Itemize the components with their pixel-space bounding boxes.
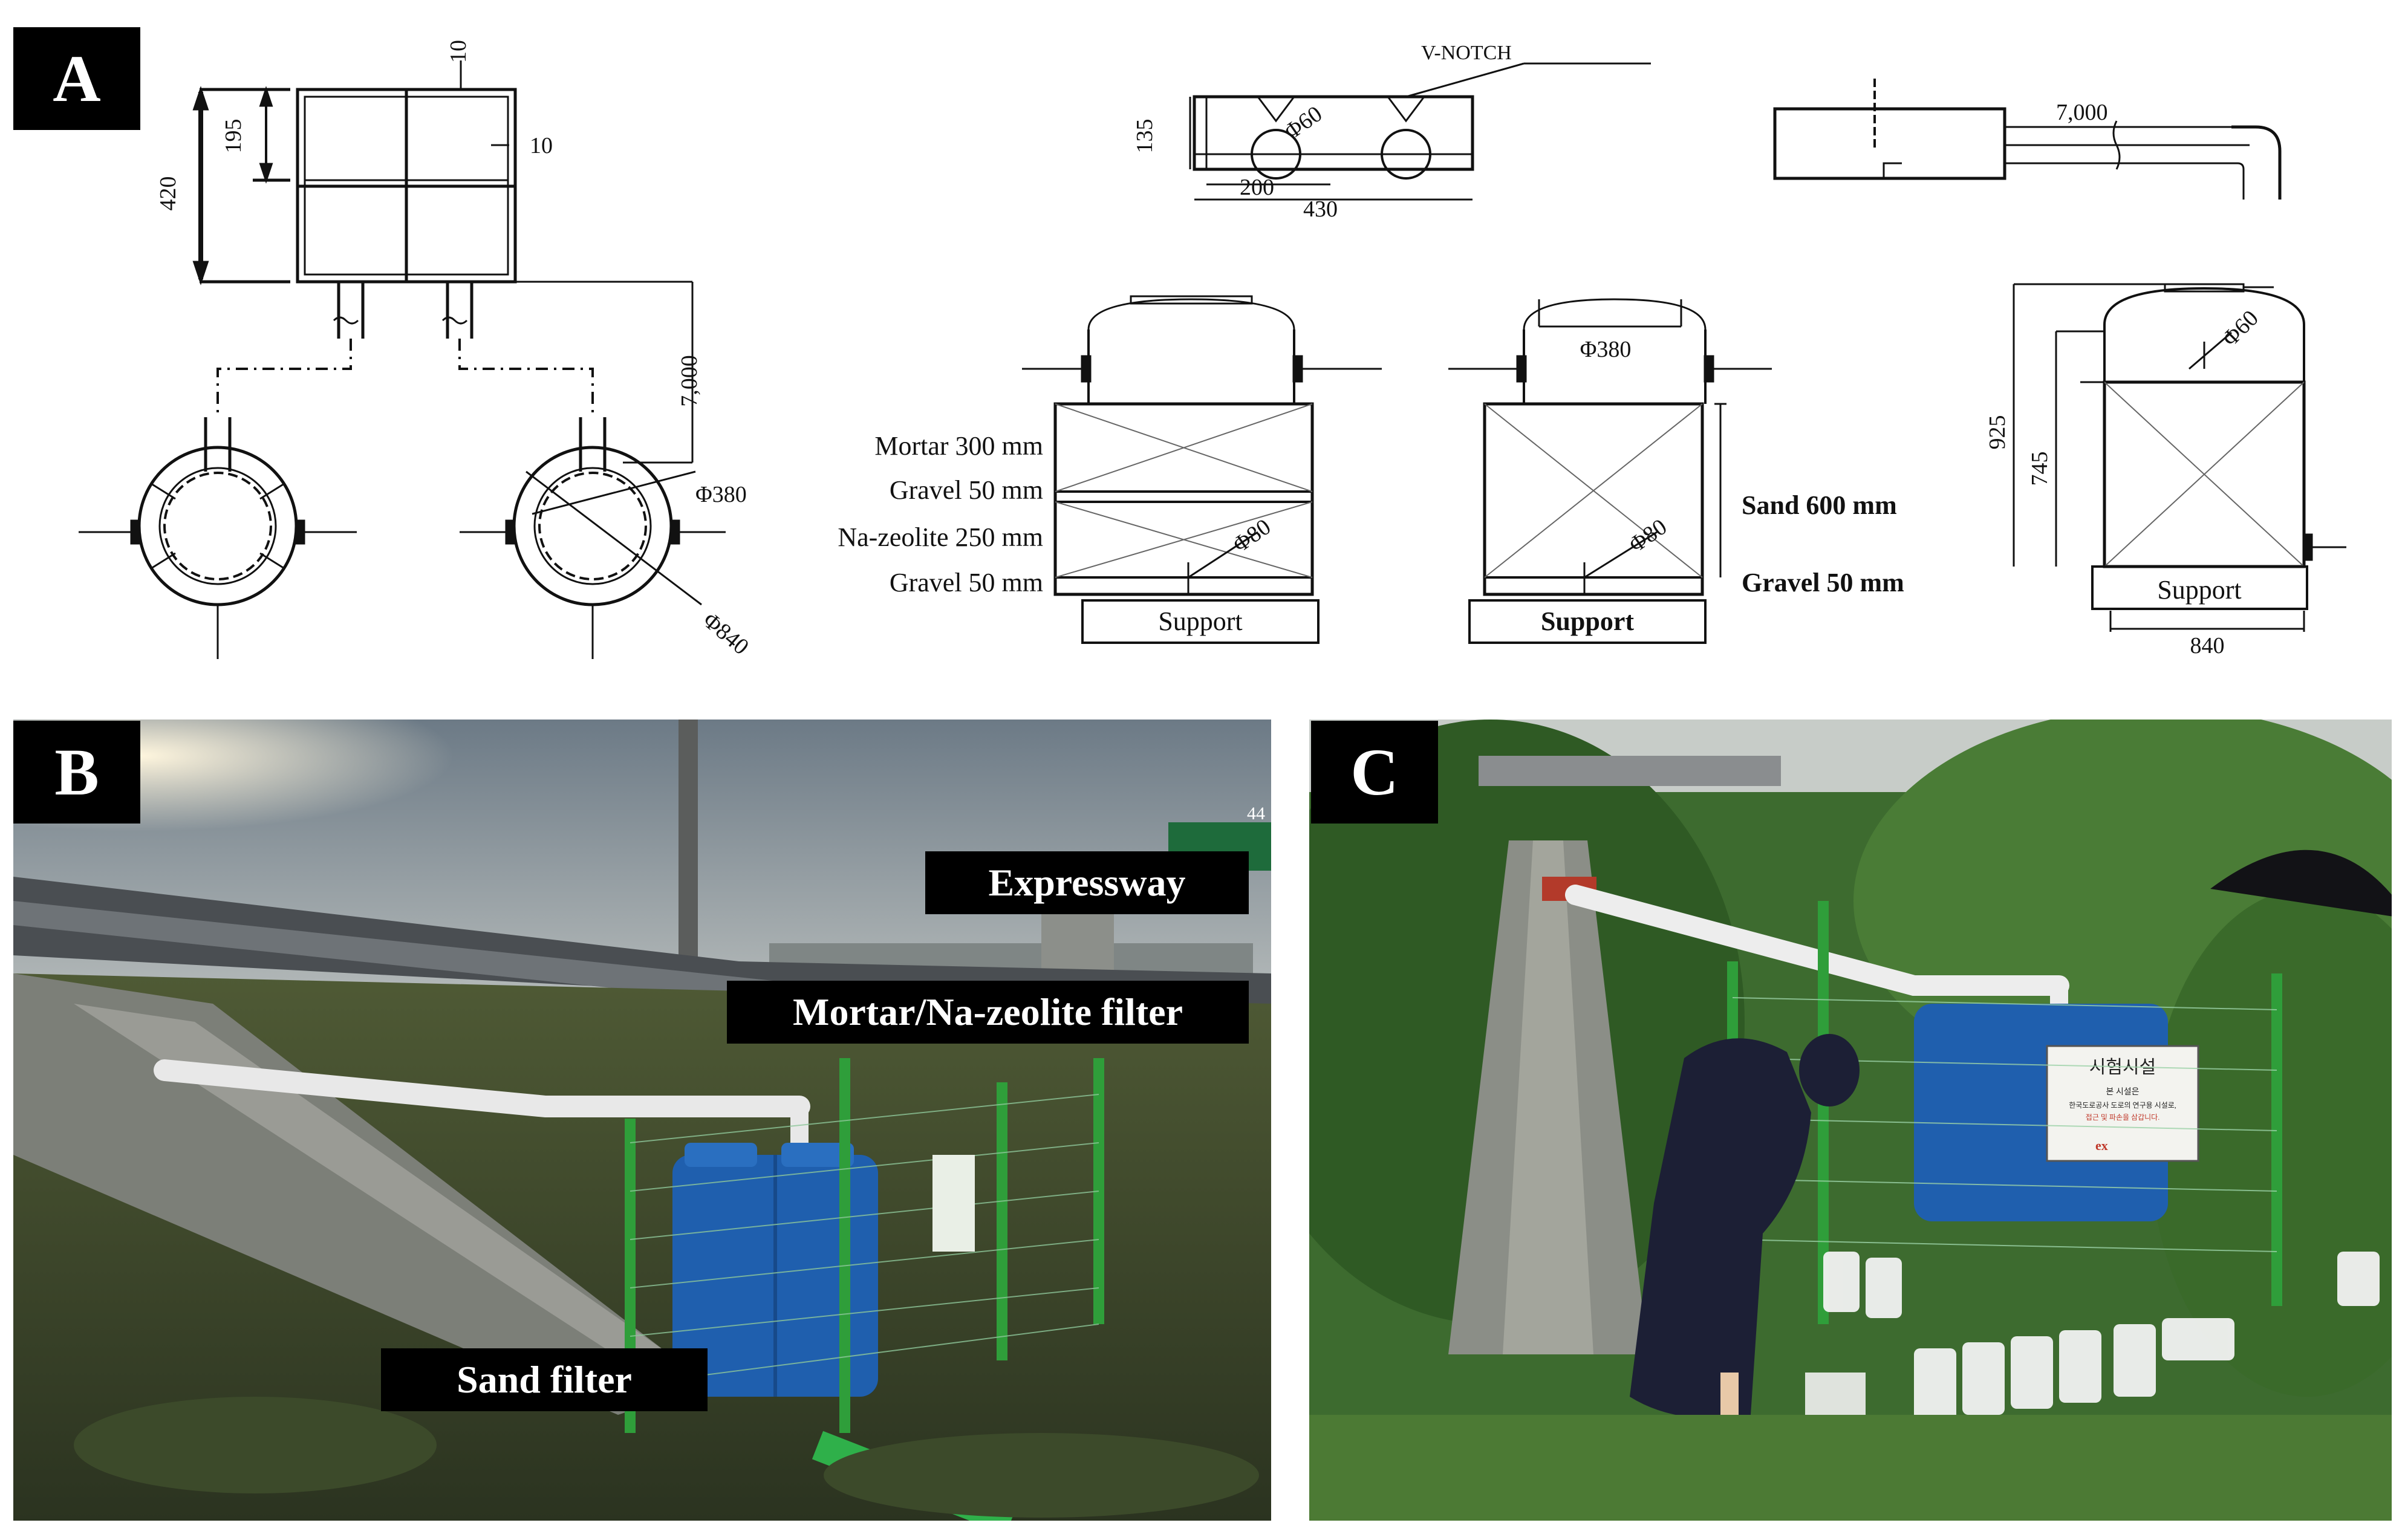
layer-sand-gravel: Gravel 50 mm xyxy=(1742,568,1904,597)
road-sign-number: 44 xyxy=(1247,804,1265,824)
section-tank xyxy=(2013,283,2346,632)
dim-tank-745: 745 xyxy=(2027,452,2052,486)
panel-tag-b: B xyxy=(13,721,140,824)
label-sand-filter: Sand filter xyxy=(381,1348,708,1411)
mortar-outlet-dia: Φ80 xyxy=(1228,514,1275,557)
sand-support: Support xyxy=(1541,606,1634,636)
dim-tank-width: 840 xyxy=(2190,633,2225,658)
dim-195: 195 xyxy=(221,119,246,154)
section-sand xyxy=(1448,298,1772,644)
layer-sand: Sand 600 mm xyxy=(1742,490,1897,520)
dim-vnotch-spacing: 200 xyxy=(1240,175,1274,200)
layer-gravel-bottom: Gravel 50 mm xyxy=(890,568,1043,597)
dim-tank-925: 925 xyxy=(1985,415,2010,450)
photo-b: 44 Expressway xyxy=(13,720,1271,1521)
dim-pipe-7000: 7,000 xyxy=(677,355,702,407)
sand-lid-dia: Φ380 xyxy=(1580,337,1632,362)
dim-wall-side: 10 xyxy=(530,133,553,158)
layer-mortar: Mortar 300 mm xyxy=(874,431,1043,461)
section-mortar xyxy=(1022,295,1382,644)
dim-tank-dia: Φ60 xyxy=(2218,305,2263,351)
drawing-panel-a: 420 195 10 10 7,000 Φ380 Φ840 V-NOTCH 13… xyxy=(79,40,2346,660)
sign-line-3: 접근 및 파손을 삼갑니다. xyxy=(2086,1113,2159,1122)
panel-tag-a: A xyxy=(13,27,140,130)
dim-vnotch-height: 135 xyxy=(1132,119,1157,154)
dim-420: 420 xyxy=(155,177,181,211)
sign-line-2: 한국도로공사 도로의 연구용 시설로, xyxy=(2069,1101,2176,1110)
photo-c: 시험시설 본 시설은 한국도로공사 도로의 연구용 시설로, 접근 및 파손을 … xyxy=(1309,720,2392,1521)
vnotch-view xyxy=(1189,62,1651,201)
dim-vnotch-width: 430 xyxy=(1303,197,1338,222)
dim-side-pipe: 7,000 xyxy=(2056,100,2108,125)
dim-outer-dia: Φ840 xyxy=(698,608,753,660)
sign-line-1: 본 시설은 xyxy=(2106,1087,2139,1097)
dim-wall-top: 10 xyxy=(446,40,471,63)
layer-na-zeolite: Na-zeolite 250 mm xyxy=(838,522,1043,552)
plan-view xyxy=(79,60,726,659)
panel-tag-c: C xyxy=(1311,721,1438,824)
layer-gravel-top: Gravel 50 mm xyxy=(890,475,1043,505)
vnotch-label: V-NOTCH xyxy=(1421,42,1512,64)
tank-support: Support xyxy=(2157,575,2241,605)
sign-logo: ex xyxy=(2095,1138,2108,1153)
label-mortar-filter: Mortar/Na-zeolite filter xyxy=(727,981,1249,1044)
dim-inner-dia: Φ380 xyxy=(695,482,747,507)
side-view xyxy=(1773,79,2282,200)
photo-c-scene: 시험시설 본 시설은 한국도로공사 도로의 연구용 시설로, 접근 및 파손을 … xyxy=(1309,720,2392,1521)
label-expressway: Expressway xyxy=(925,851,1249,914)
mortar-support: Support xyxy=(1158,606,1242,636)
